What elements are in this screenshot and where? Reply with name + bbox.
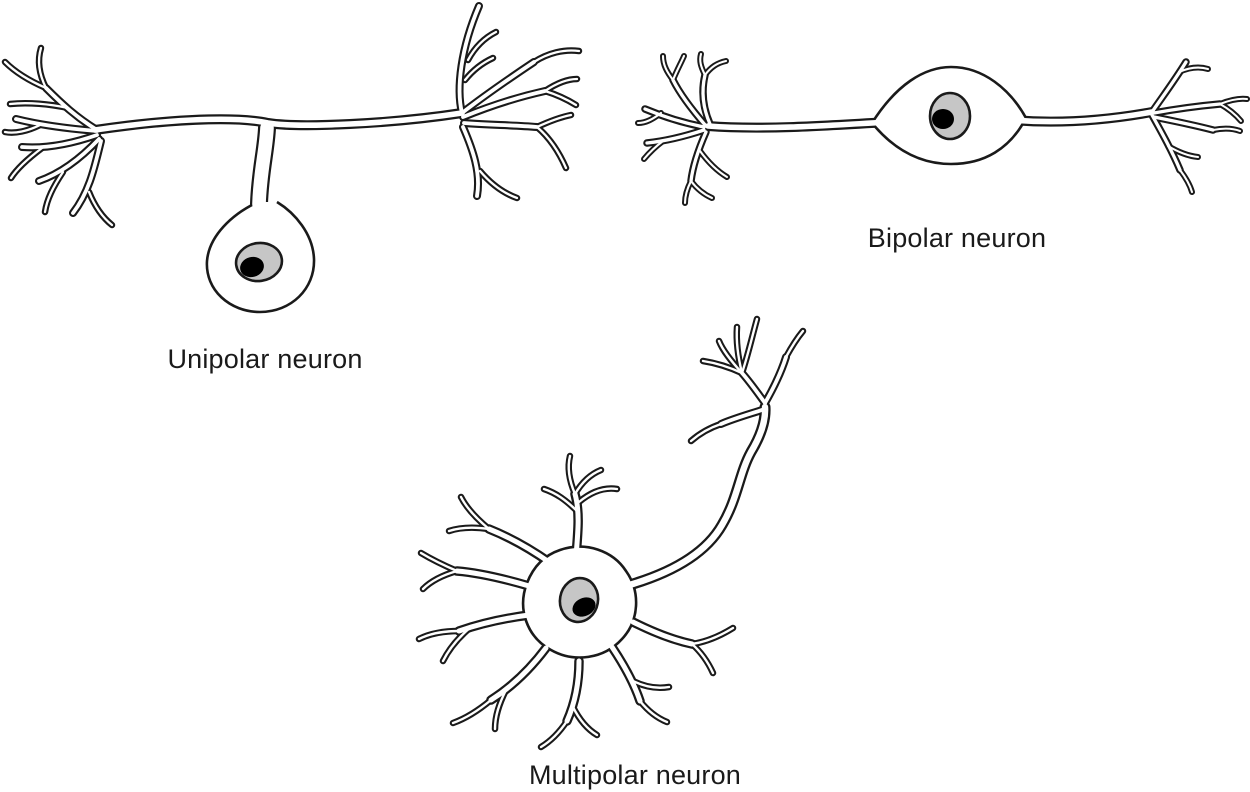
multipolar-neuron-label: Multipolar neuron [528,760,742,790]
multipolar-nucleolus [572,597,596,617]
unipolar-neuron-label: Unipolar neuron [167,344,363,374]
multipolar-neuron-figure [419,319,803,747]
bipolar-neuron-figure [638,54,1247,203]
unipolar-nucleolus [240,256,264,278]
unipolar-neuron-figure [5,6,579,314]
bipolar-neuron-label: Bipolar neuron [867,223,1047,253]
bipolar-nucleolus [932,109,954,129]
unipolar-outline-strokes [5,6,579,225]
multipolar-outline-strokes [419,319,803,747]
